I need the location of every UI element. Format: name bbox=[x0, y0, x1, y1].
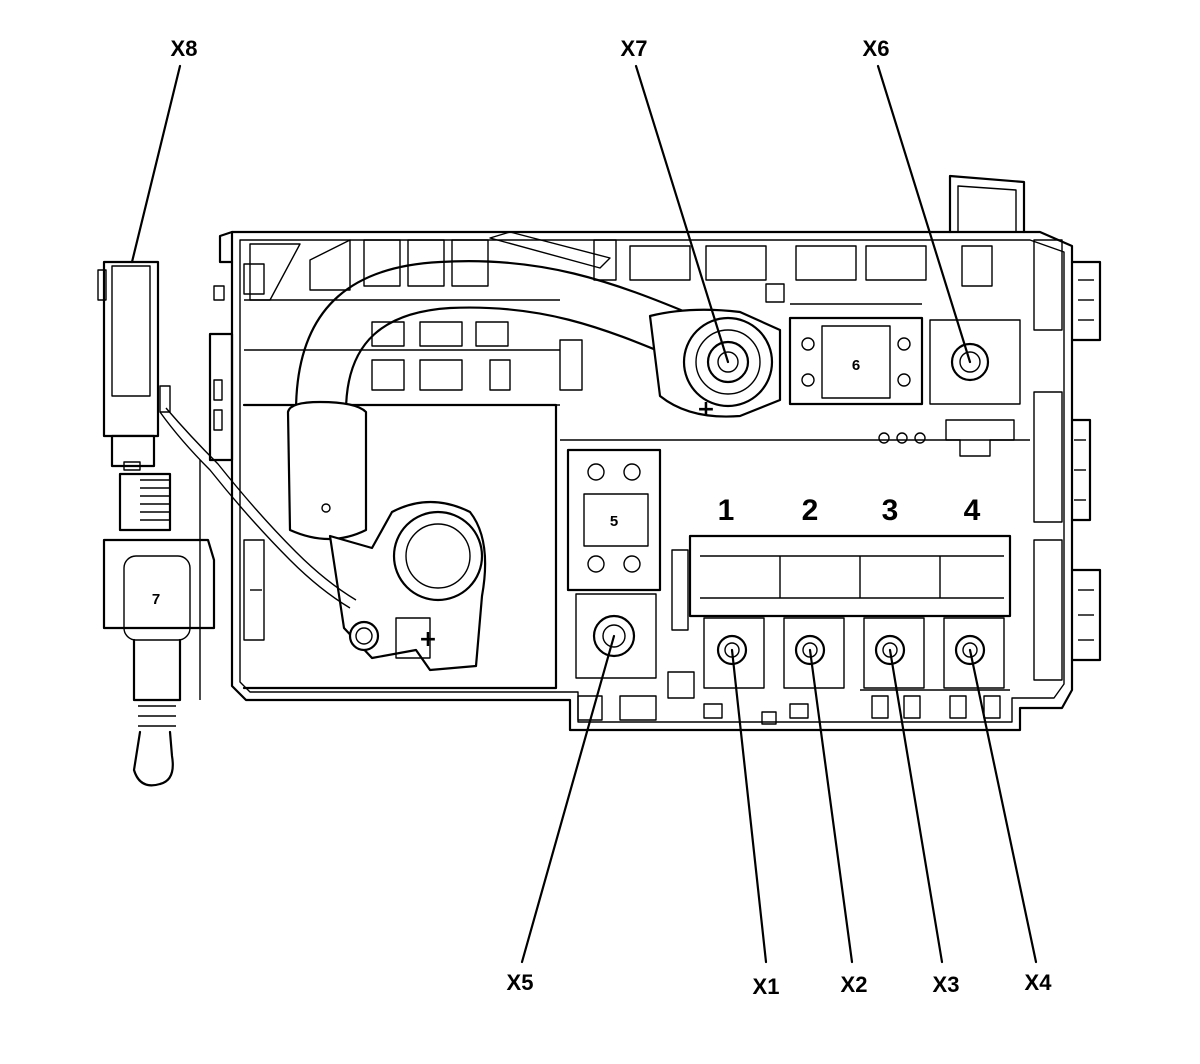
callout-labels: X8 X7 X6 X5 X1 X2 X3 X4 bbox=[171, 36, 1053, 999]
fuse-number-4: 4 bbox=[964, 494, 981, 527]
callout-x3: X3 bbox=[933, 972, 960, 997]
callout-x7: X7 bbox=[621, 36, 648, 61]
plus-symbol-clamp: + bbox=[419, 627, 437, 652]
leader-x5 bbox=[520, 634, 616, 964]
leader-x4 bbox=[968, 648, 1038, 964]
fuse-block-5: 5 bbox=[566, 448, 662, 679]
callout-x8: X8 bbox=[171, 36, 198, 61]
component-6-label: 6 bbox=[852, 357, 860, 374]
fuse-strip bbox=[577, 534, 1012, 725]
fuse-numbers: 1 2 3 4 bbox=[718, 494, 981, 527]
fuse-number-3: 3 bbox=[882, 494, 899, 527]
housing bbox=[208, 174, 1102, 732]
callout-x4: X4 bbox=[1025, 970, 1053, 995]
leader-x7 bbox=[634, 64, 730, 364]
callout-x5: X5 bbox=[507, 970, 534, 995]
leader-lines bbox=[130, 64, 1038, 964]
leader-x2 bbox=[808, 648, 854, 964]
leader-x3 bbox=[888, 648, 944, 964]
connector-x8 bbox=[97, 260, 172, 532]
fuse-number-2: 2 bbox=[802, 494, 819, 527]
leader-x1 bbox=[730, 648, 768, 964]
leader-x8 bbox=[130, 64, 182, 264]
callout-x2: X2 bbox=[841, 972, 868, 997]
leader-x6 bbox=[876, 64, 972, 364]
fuse-number-1: 1 bbox=[718, 494, 735, 527]
plus-symbol-x7: + bbox=[697, 397, 715, 422]
callout-x1: X1 bbox=[753, 974, 780, 999]
component-5-label: 5 bbox=[610, 513, 618, 530]
positive-cable bbox=[286, 260, 702, 672]
callout-x6: X6 bbox=[863, 36, 890, 61]
sensor-7: 7 bbox=[102, 385, 357, 787]
component-7-label: 7 bbox=[152, 591, 160, 608]
